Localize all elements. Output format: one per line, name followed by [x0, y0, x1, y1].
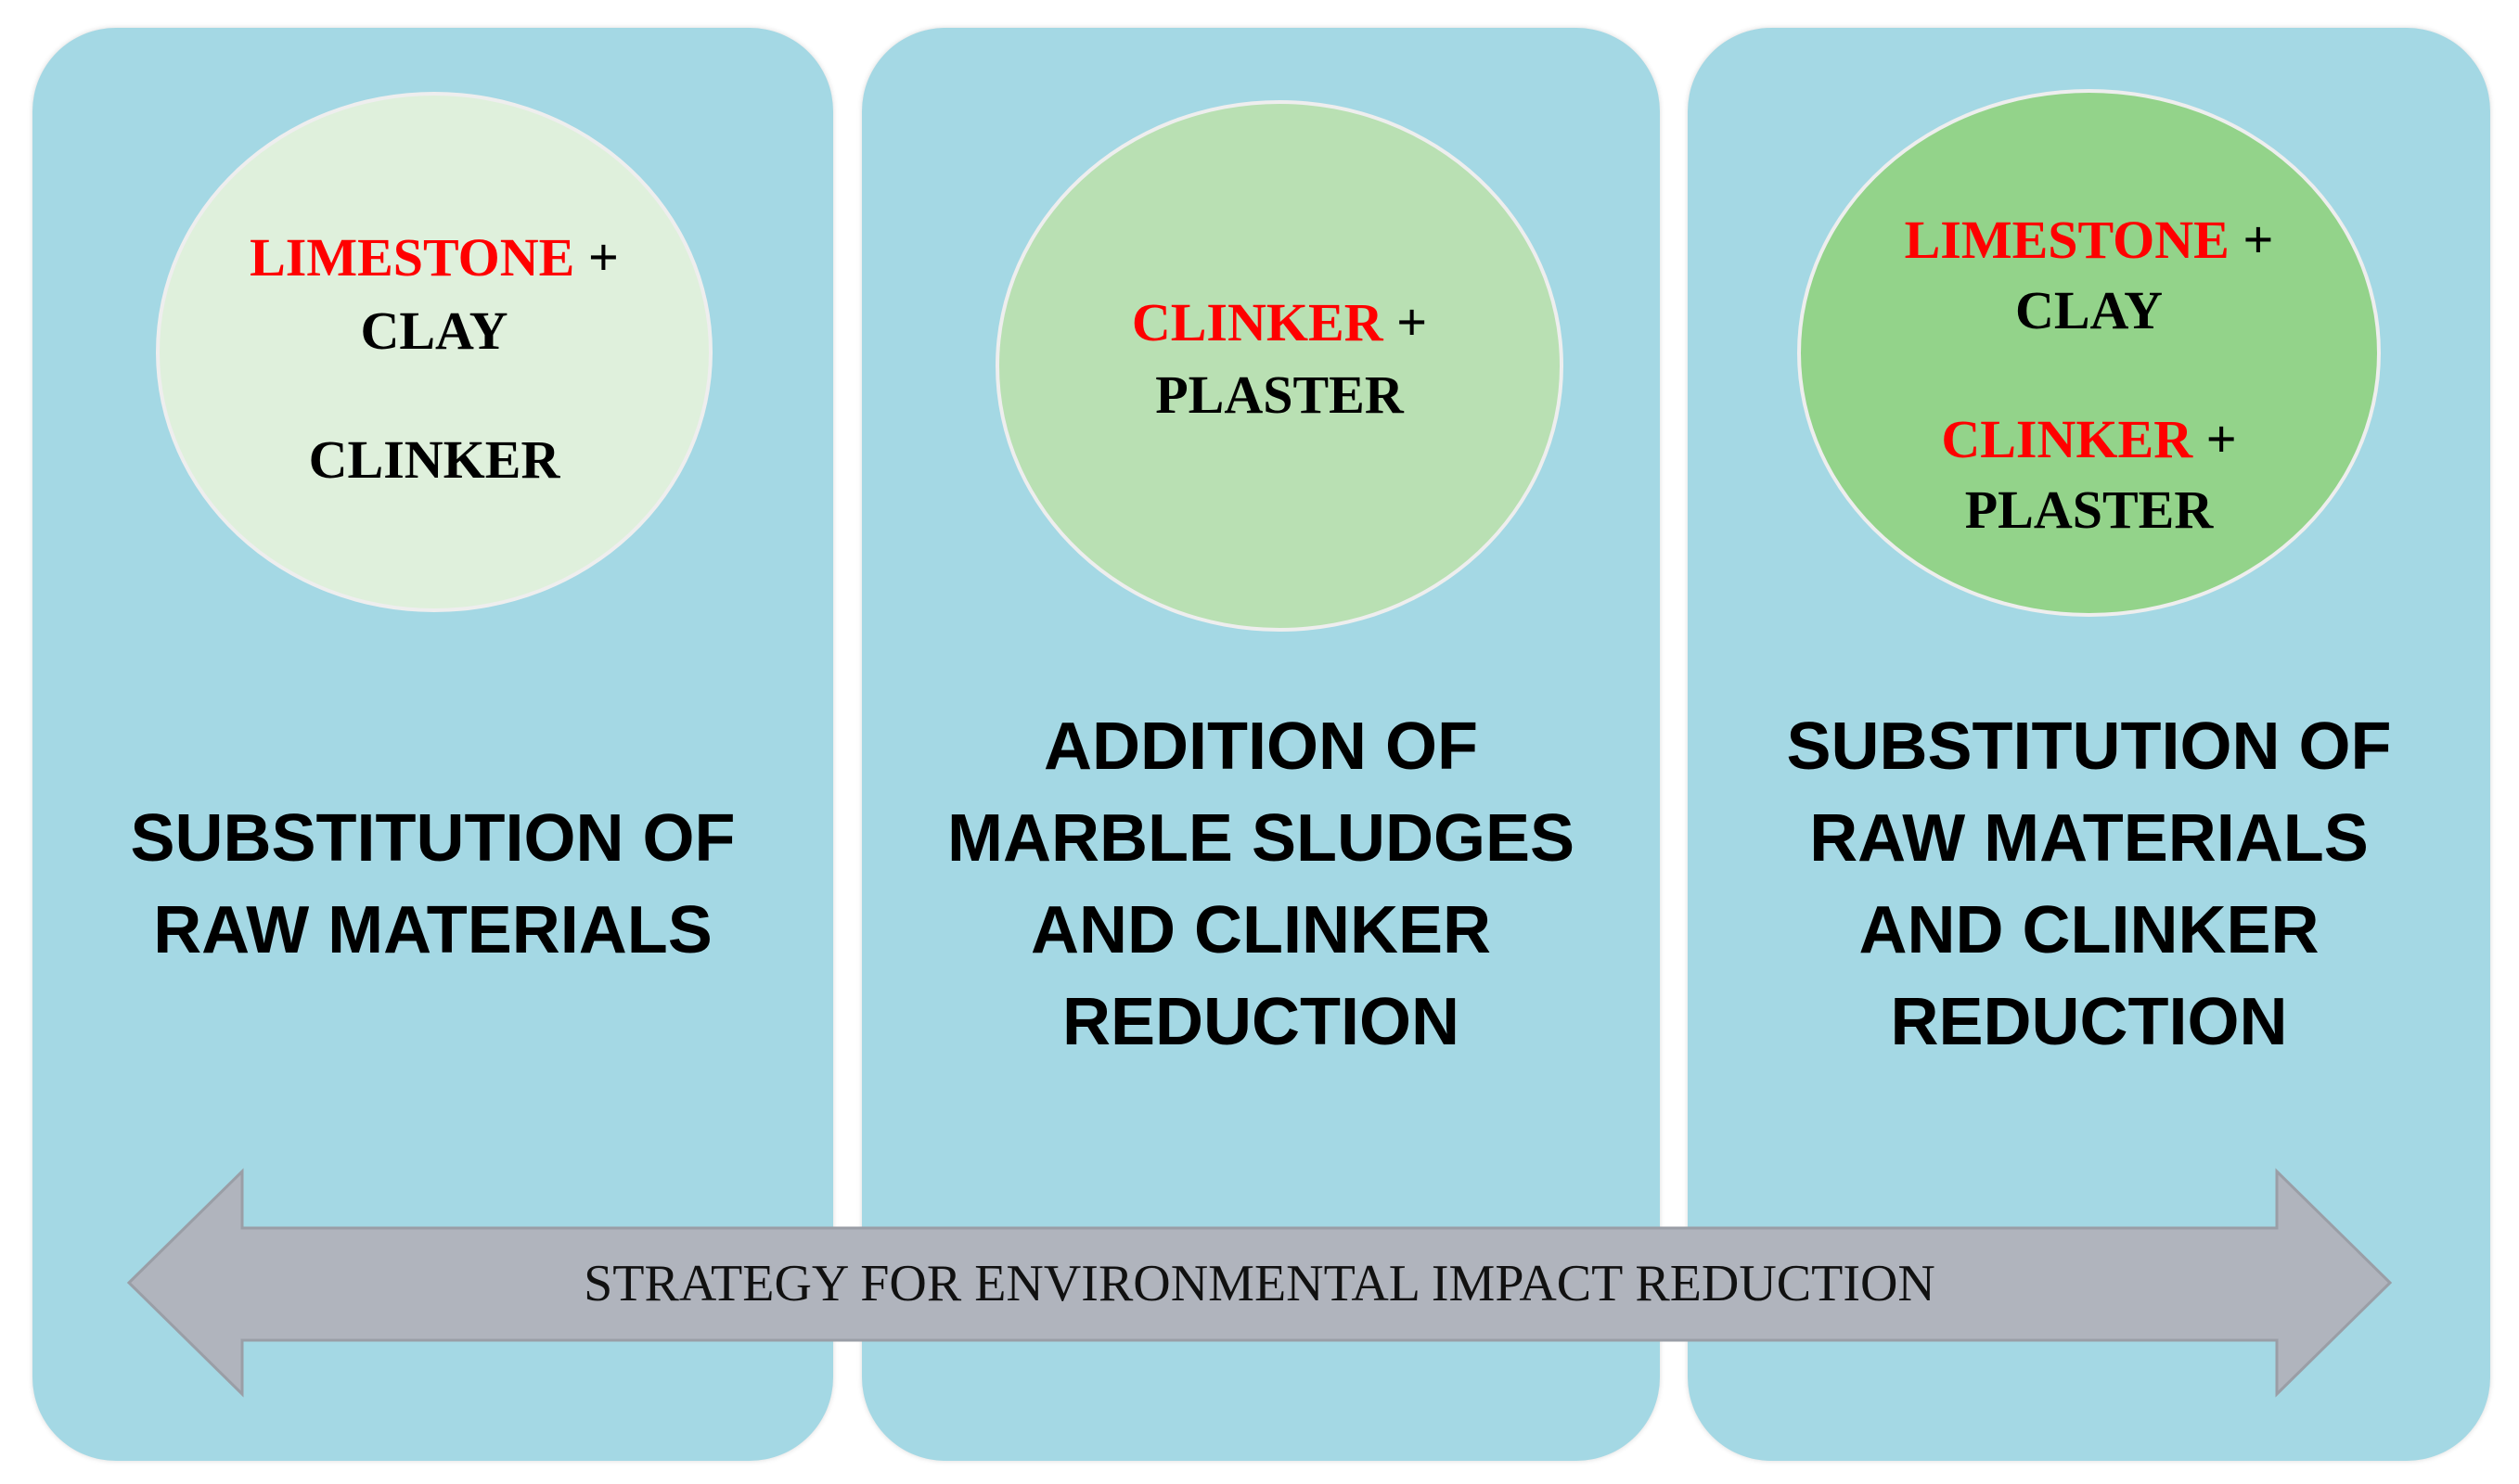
circle-line: CLINKER + [1801, 413, 2377, 467]
panel-heading: SUBSTITUTION OF RAW MATERIALS [32, 793, 833, 977]
plaster-label: PLASTER [1964, 480, 2214, 540]
heading-line: SUBSTITUTION OF [130, 801, 736, 876]
heading-line: REDUCTION [1062, 985, 1459, 1059]
plus-sign: + [2205, 409, 2237, 469]
panel-heading: SUBSTITUTION OF RAW MATERIALS AND CLINKE… [1688, 701, 2490, 1068]
arrow-shape [126, 1168, 2393, 1398]
circle-line: LIMESTONE + [1801, 213, 2377, 267]
clinker-label: CLINKER [1941, 409, 2193, 469]
heading-line: RAW MATERIALS [1809, 801, 2369, 876]
plus-sign: + [587, 227, 619, 288]
heading-line: MARBLE SLUDGES [946, 801, 1575, 876]
limestone-label: LIMESTONE [1904, 210, 2230, 270]
circle-combined: LIMESTONE + CLAY CLINKER + PLASTER [1797, 89, 2381, 617]
plus-sign: + [1396, 292, 1428, 352]
circle-clinker-plaster: CLINKER + PLASTER [996, 100, 1563, 632]
clay-label: CLAY [360, 301, 508, 361]
circle-limestone-clay-clinker: LIMESTONE + CLAY CLINKER [156, 92, 713, 612]
clinker-label: CLINKER [308, 429, 560, 490]
heading-line: AND CLINKER [1031, 893, 1491, 967]
heading-line: AND CLINKER [1858, 893, 2320, 967]
heading-line: RAW MATERIALS [153, 893, 713, 967]
limestone-label: LIMESTONE [250, 227, 575, 288]
plus-sign: + [2243, 210, 2274, 270]
circle-line: LIMESTONE + [160, 231, 709, 285]
arrow-label: STRATEGY FOR ENVIRONMENTAL IMPACT REDUCT… [584, 1255, 1935, 1312]
panel-heading: ADDITION OF MARBLE SLUDGES AND CLINKER R… [862, 701, 1660, 1068]
heading-line: ADDITION OF [1044, 710, 1478, 784]
heading-line: REDUCTION [1890, 985, 2288, 1059]
heading-line: SUBSTITUTION OF [1786, 710, 2392, 784]
clinker-label: CLINKER [1131, 292, 1383, 352]
circle-line: CLINKER + [999, 296, 1560, 350]
plaster-label: PLASTER [1155, 365, 1404, 425]
clay-label: CLAY [2014, 280, 2164, 340]
